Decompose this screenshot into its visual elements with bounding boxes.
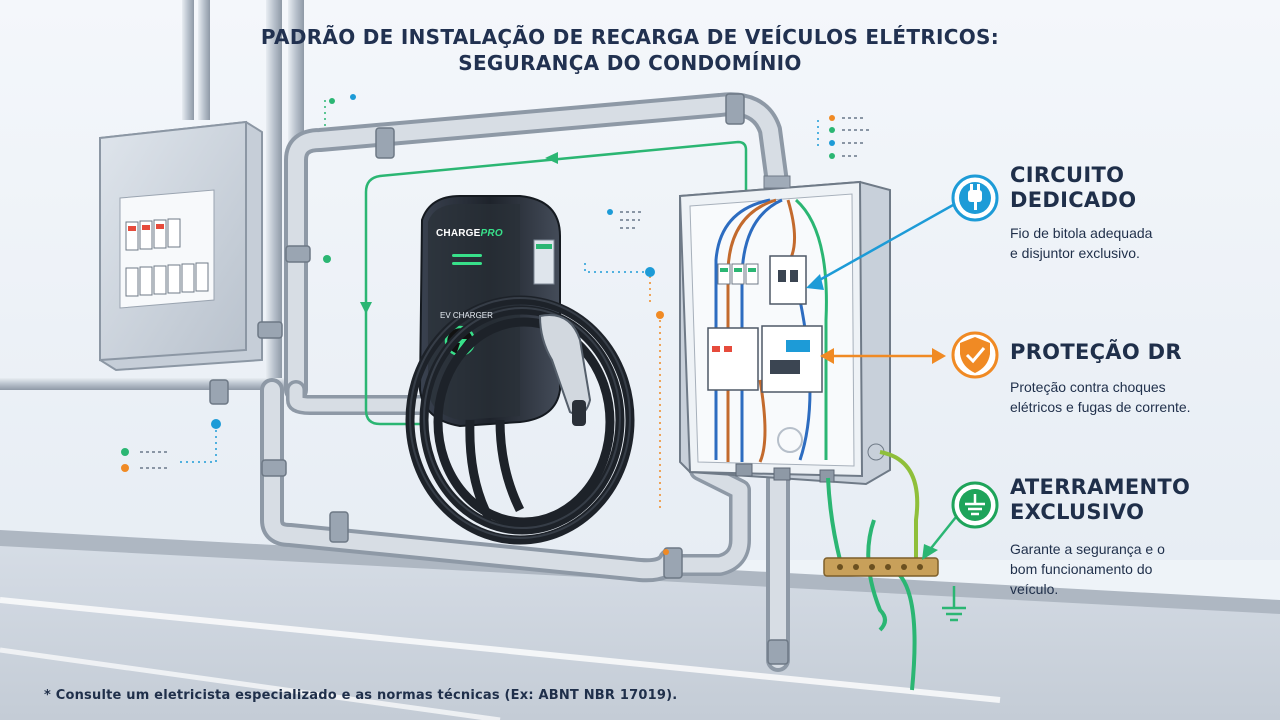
callout-dedicated-circuit: Circuito dedicado Fio de bitola adequada… (1010, 163, 1270, 263)
page-title: Padrão de instalação de recarga de veícu… (180, 24, 1080, 76)
callout-title-line-1: Proteção DR (1010, 340, 1182, 364)
callout-title-line-2: exclusivo (1010, 500, 1145, 524)
charger-brand-main: CHARGE (436, 228, 481, 239)
callout-text: Proteção contra choques elétricos e fuga… (1010, 377, 1270, 417)
flow-arrow-left-icon (545, 152, 558, 164)
rcd-module (786, 340, 810, 352)
pipe-clamps (209, 93, 789, 665)
page-title-line-1: Padrão de instalação de recarga de veícu… (260, 25, 1000, 49)
flow-arrow-down-icon (360, 302, 372, 314)
shield-check-icon (951, 331, 999, 379)
grounding-system (823, 450, 966, 691)
callout-text-line-1: Garante a segurança e o (1010, 541, 1165, 557)
floor-marking (0, 597, 1001, 703)
wall-pipe (182, 0, 194, 120)
charger-brand: CHARGEPRO (436, 228, 503, 239)
callout-pointers (806, 198, 963, 560)
callout-text-line-1: Proteção contra choques (1010, 379, 1166, 395)
callout-text-line-1: Fio de bitola adequada (1010, 225, 1153, 241)
callout-title-line-1: Circuito (1010, 163, 1125, 187)
callout-dr-protection: Proteção DR Proteção contra choques elét… (1010, 340, 1270, 417)
callout-title-line-2: dedicado (1010, 188, 1137, 212)
dedicated-breaker (769, 255, 807, 305)
annotation-markers (121, 94, 835, 555)
annotation-lines (140, 117, 870, 469)
earth-symbol-icon (942, 586, 966, 622)
charger-brand-accent: PRO (480, 228, 503, 239)
callout-text: Garante a segurança e o bom funcionament… (1010, 539, 1270, 599)
plug-icon (951, 174, 999, 222)
annotation-dots (180, 100, 819, 510)
callout-text-line-3: veículo. (1010, 581, 1059, 597)
sub-panel (678, 175, 891, 486)
footnote: * Consulte um eletricista especializado … (44, 688, 678, 703)
power-flow-line (360, 140, 748, 426)
ground-busbar (823, 557, 939, 577)
callout-title: Aterramento exclusivo (1010, 475, 1270, 525)
callout-title: Proteção DR (1010, 340, 1270, 365)
page-title-line-2: Segurança do condomínio (458, 51, 802, 75)
ground-icon (951, 481, 999, 529)
callout-exclusive-grounding: Aterramento exclusivo Garante a seguranç… (1010, 475, 1270, 599)
floor (0, 540, 1280, 720)
callout-title: Circuito dedicado (1010, 163, 1270, 213)
callout-text-line-2: e disjuntor exclusivo. (1010, 245, 1140, 261)
charger-label: EV CHARGER (440, 311, 493, 320)
callout-text: Fio de bitola adequada e disjuntor exclu… (1010, 223, 1270, 263)
callout-text-line-2: elétricos e fugas de corrente. (1010, 399, 1191, 415)
ev-charger (405, 195, 635, 545)
main-distribution-panel (99, 120, 263, 372)
callout-title-line-1: Aterramento (1010, 475, 1191, 499)
callout-text-line-2: bom funcionamento do (1010, 561, 1153, 577)
